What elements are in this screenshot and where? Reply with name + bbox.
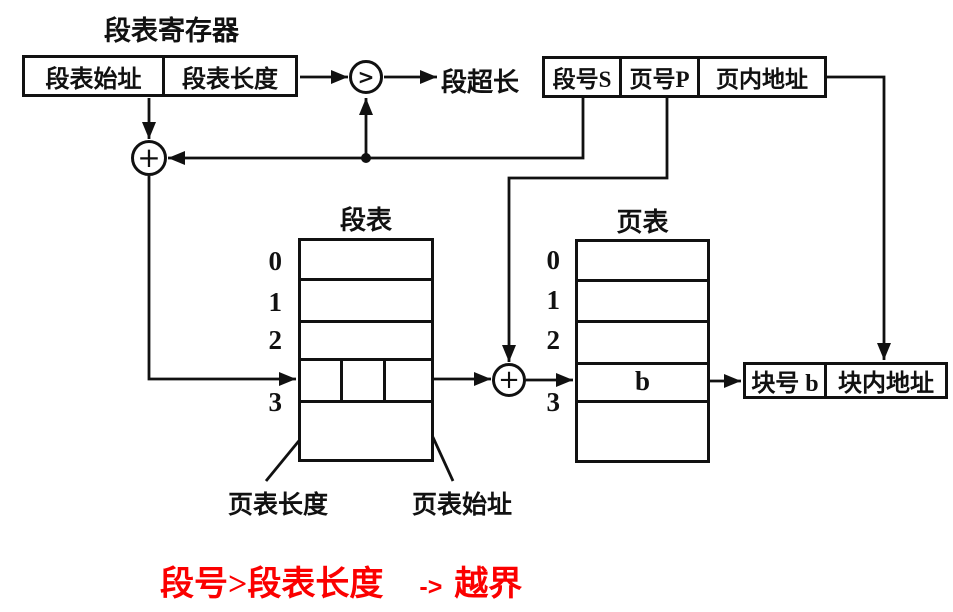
segment-row-label-0: 0 [268,246,283,276]
segment-table-divider [301,400,431,403]
page-table-base-callout: 页表始址 [412,492,513,519]
page-row-label-2: 2 [546,325,561,355]
segment-row-label-2: 2 [268,325,283,355]
page-table-divider [578,320,707,323]
plus-icon: + [137,141,161,174]
page-table-divider [578,400,707,403]
page-table: b [575,239,710,463]
greater-than-icon: > [357,65,375,89]
note-arrow: -> [419,573,443,601]
page-table-divider [578,279,707,282]
segment-entry-divider [383,361,386,400]
block-entry-value: b [634,366,651,396]
segment-table-divider [301,358,431,361]
page-number-cell: 页号P [622,59,700,95]
segment-row-label-3: 3 [268,387,283,417]
segment-table-length-cell: 段表长度 [182,66,278,93]
page-table-title: 页表 [616,208,669,237]
segment-table-divider [301,278,431,281]
plus-icon: + [498,365,520,395]
segment-table [298,238,434,462]
page-row-label-0: 0 [546,245,561,275]
logical-address-box: 段号S 页号P 页内地址 [542,56,827,98]
physical-address-box: 块号 b 块内地址 [743,362,948,399]
segment-table-register-title: 段表寄存器 [104,16,239,46]
segment-number-cell: 段号S [545,59,622,95]
out-of-bounds-note: 段号>段表长度 -> 越界 [160,556,522,605]
page-row-label-3: 3 [546,387,561,417]
adder1-circle: + [131,140,167,176]
page-table-length-callout: 页表长度 [228,492,329,519]
block-number-cell: 块号 b [746,365,827,397]
comparator-circle: > [349,60,383,94]
page-offset-cell: 页内地址 [716,67,808,92]
adder2-circle: + [492,363,526,397]
page-row-label-1: 1 [546,285,561,315]
segment-table-base-cell: 段表始址 [25,58,165,94]
segment-table-register-box: 段表始址 段表长度 [22,55,298,97]
segment-table-divider [301,320,431,323]
segment-overflow-label: 段超长 [441,68,520,97]
note-condition: 段号>段表长度 [160,566,384,603]
segment-table-title: 段表 [339,206,392,235]
note-result: 越界 [454,566,523,603]
segment-row-label-1: 1 [268,287,283,317]
segment-entry-divider [340,361,343,400]
block-offset-cell: 块内地址 [838,371,934,397]
page-table-divider [578,362,707,365]
